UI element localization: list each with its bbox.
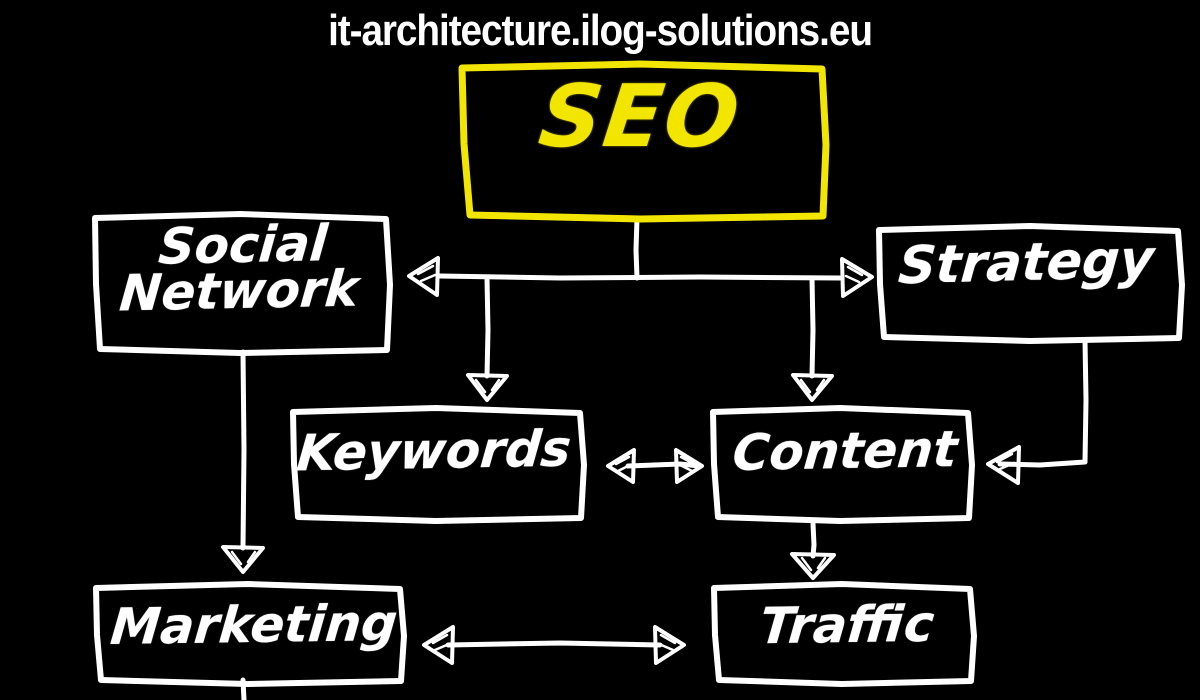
page-title: it-architecture.ilog-solutions.eu <box>328 6 873 55</box>
edge-strategy-content <box>997 337 1089 468</box>
edge-marketing-traffic <box>445 640 663 648</box>
edge-seo-stem <box>633 215 640 281</box>
node-box-traffic[interactable] <box>711 581 977 687</box>
arrowhead-to-content-left <box>674 448 704 484</box>
edge-seo-keywords <box>484 275 491 379</box>
node-box-keywords[interactable] <box>290 405 587 524</box>
arrowhead-to-content-top <box>791 373 834 402</box>
arrowhead-to-traffic-left <box>653 625 686 665</box>
node-box-seo[interactable] <box>458 60 830 223</box>
edge-seo-bus <box>437 273 843 281</box>
arrowhead-strategy-to-content <box>986 445 1021 485</box>
node-box-social-network[interactable] <box>92 211 393 356</box>
arrowhead-to-marketing-right <box>422 625 455 665</box>
arrowhead-to-social-network <box>407 256 440 297</box>
edge-content-traffic <box>810 521 817 559</box>
edge-social-marketing <box>240 349 247 551</box>
node-box-marketing[interactable] <box>93 581 407 687</box>
arrowhead-to-keywords-right <box>606 448 636 484</box>
edge-seo-content <box>809 275 816 379</box>
arrowhead-to-marketing <box>221 545 265 574</box>
node-box-strategy[interactable] <box>876 223 1185 344</box>
edge-keywords-content <box>625 461 703 469</box>
node-box-content[interactable] <box>710 405 975 524</box>
arrowhead-to-traffic-top <box>790 552 836 580</box>
arrowhead-to-strategy <box>840 257 874 298</box>
arrowhead-to-keywords <box>466 373 509 402</box>
